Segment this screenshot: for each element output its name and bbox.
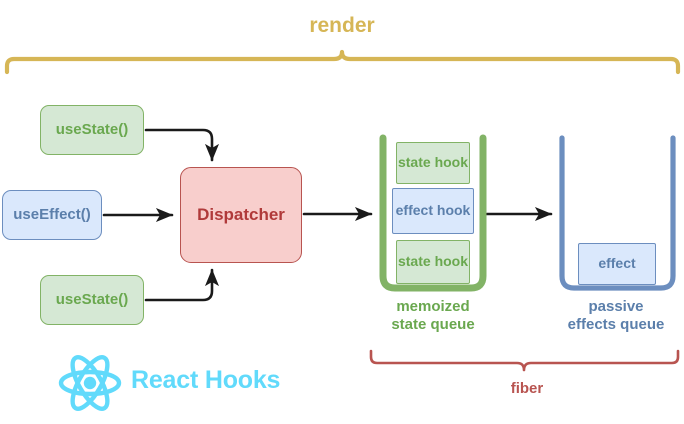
queue-item-line2: hook — [436, 202, 471, 219]
react-hooks-wordmark: React Hooks — [131, 366, 281, 394]
hook-box-useeffect[interactable]: useEffect() — [2, 190, 102, 240]
queue-item-effect-hook[interactable]: effect hook — [392, 188, 474, 234]
passive-effects-queue-label: passive effects queue — [540, 298, 684, 335]
memoized-state-queue-label-line2: state queue — [391, 316, 475, 334]
queue-item-line2: hook — [434, 154, 469, 171]
queue-item-line1: state — [397, 154, 431, 171]
queue-item-line1: effect — [395, 202, 433, 219]
queue-item-state-hook-1[interactable]: state hook — [396, 142, 470, 184]
hook-box-usestate-top[interactable]: useState() — [40, 105, 144, 155]
render-brace — [4, 49, 681, 75]
react-atom-icon — [58, 355, 122, 411]
passive-effects-queue-label-line2: effects queue — [567, 316, 665, 334]
queue-item-state-hook-2[interactable]: state hook — [396, 240, 470, 284]
queue-item-line2: hook — [434, 253, 469, 270]
fiber-brace — [369, 349, 680, 372]
passive-effects-queue-label-line1: passive — [588, 298, 644, 315]
dispatcher-box[interactable]: Dispatcher — [180, 167, 302, 263]
queue-item-passive-effect[interactable]: effect — [578, 243, 656, 285]
arrow-usestate-bottom-to-dispatcher — [144, 268, 220, 302]
hook-box-usestate-bottom[interactable]: useState() — [40, 275, 144, 325]
fiber-brace-label: fiber — [510, 380, 544, 397]
memoized-state-queue-label: memoized state queue — [358, 298, 508, 335]
queue-item-line1: state — [397, 253, 431, 270]
arrow-usestate-top-to-dispatcher — [144, 128, 220, 162]
render-brace-label: render — [309, 14, 375, 38]
memoized-state-queue-label-line1: memoized — [396, 298, 470, 315]
